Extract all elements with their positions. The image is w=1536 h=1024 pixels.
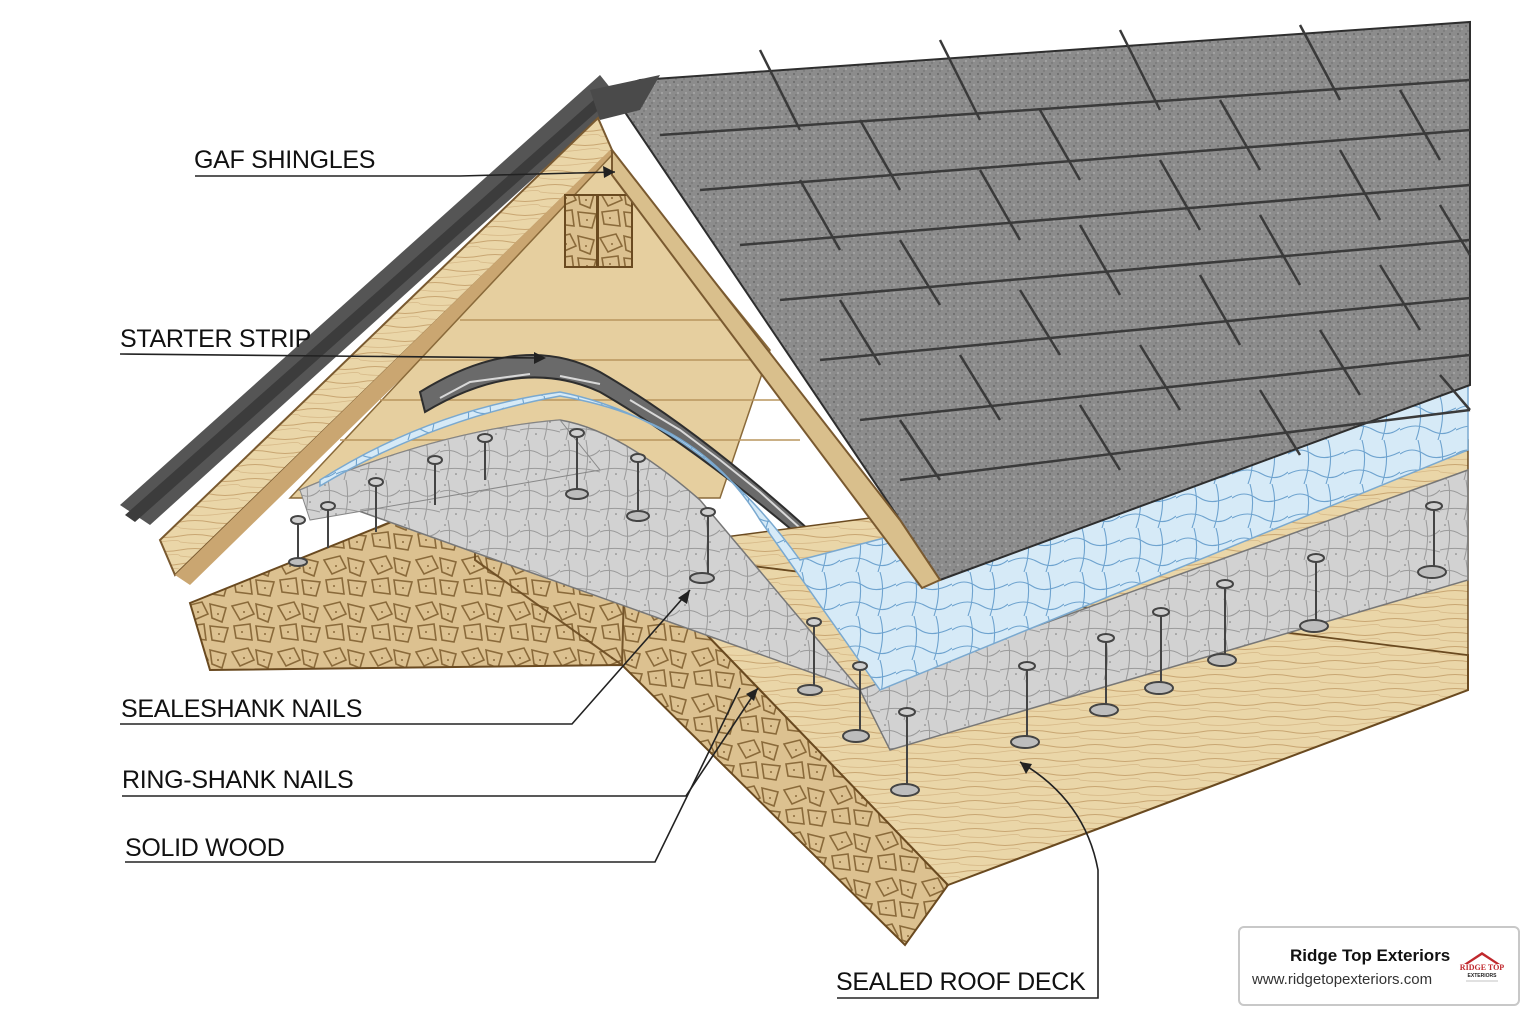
leader-ring-shank-nails (122, 687, 759, 797)
nail (320, 501, 336, 548)
nail (626, 453, 650, 522)
left-roof-slope (120, 75, 620, 585)
nail (1417, 501, 1447, 579)
leader-sealed-roof-deck (837, 761, 1099, 999)
nail (477, 433, 493, 480)
leader-solid-wood (125, 687, 741, 863)
label-sealeshank-nails: SEALESHANK NAILS (121, 695, 363, 723)
label-gaf-shingles: GAF SHINGLES (194, 146, 376, 174)
brand-url[interactable]: www.ridgetopexteriors.com (1252, 971, 1433, 988)
ring-shank-nails (288, 428, 1447, 797)
nail (427, 455, 443, 505)
nail (1299, 553, 1329, 633)
label-starter-strip: STARTER STRIP (120, 325, 312, 353)
nail (288, 515, 308, 567)
nail (689, 507, 716, 584)
brand-name: Ridge Top Exteriors (1290, 946, 1451, 965)
ridge-top-logo-icon: RIDGE TOP EXTERIORS (1460, 952, 1504, 982)
leader-starter-strip (119, 353, 541, 359)
leader-arrowheads (534, 166, 1032, 774)
nail (890, 707, 920, 797)
nail (1010, 661, 1040, 749)
label-solid-wood: SOLID WOOD (125, 834, 285, 862)
nail (565, 428, 589, 500)
leader-sealeshank-nails (120, 589, 691, 725)
label-sealed-roof-deck: SEALED ROOF DECK (836, 968, 1086, 996)
brand-card: Ridge Top Exteriors www.ridgetopexterior… (1238, 926, 1520, 1006)
nail (1144, 607, 1174, 695)
logo-subtext: EXTERIORS (1468, 973, 1498, 979)
callout-leaders (119, 171, 1099, 999)
logo-text: RIDGE TOP (1460, 963, 1504, 972)
nail (368, 477, 384, 532)
leader-gaf-shingles (195, 171, 616, 177)
nail (797, 617, 823, 696)
nail (1207, 579, 1237, 667)
nail (842, 661, 870, 743)
nail (1089, 633, 1119, 717)
right-roof-shingles (590, 20, 1472, 590)
label-ring-shank-nails: RING-SHANK NAILS (122, 766, 354, 794)
